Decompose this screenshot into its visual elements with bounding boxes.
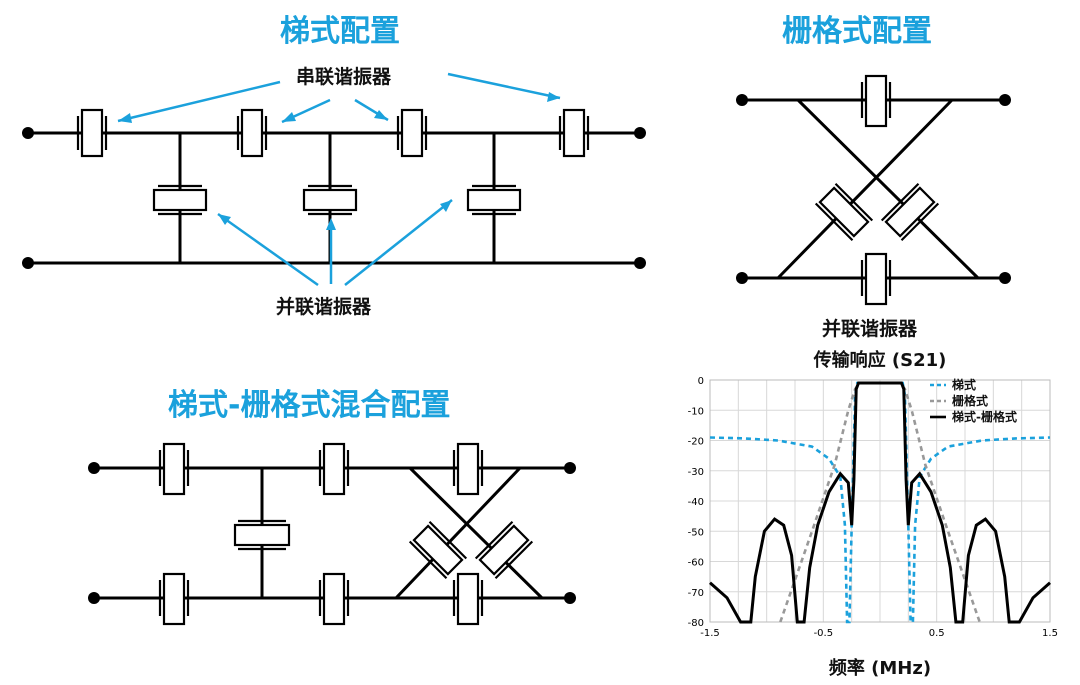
lattice-diagram — [736, 74, 1011, 306]
x-tick-label: 0.5 — [929, 628, 945, 639]
x-axis-label: 频率 (MHz) — [829, 657, 931, 679]
ladder-title: 梯式配置 — [280, 14, 400, 49]
series-resonator — [76, 108, 108, 158]
y-tick-label: -50 — [688, 527, 704, 538]
y-tick-label: -80 — [688, 618, 704, 629]
series-resonator — [452, 442, 484, 496]
series-line — [709, 381, 1051, 624]
shunt-resonator — [302, 184, 358, 216]
ladder-diagram — [22, 72, 646, 287]
hybrid-title: 梯式-栅格式混合配置 — [168, 388, 451, 423]
cross-resonator — [474, 520, 534, 580]
series-resonator — [452, 572, 484, 626]
legend-label: 梯式-栅格式 — [952, 409, 1017, 424]
series-resonator — [396, 108, 428, 158]
y-tick-label: 0 — [698, 376, 704, 387]
series-resonator — [318, 442, 350, 496]
chart-series — [709, 381, 1051, 624]
x-tick-labels: -1.5 -0.5 0.5 1.5 — [700, 628, 1058, 639]
cross-resonator — [814, 182, 874, 242]
shunt-resonator — [233, 519, 291, 551]
legend-label: 梯式 — [952, 377, 976, 392]
y-tick-label: -10 — [688, 406, 704, 417]
cross-resonator — [408, 520, 468, 580]
series-resonator-label: 串联谐振器 — [296, 66, 392, 88]
plot-frame — [709, 379, 1051, 623]
series-resonator — [158, 572, 190, 626]
series-resonator — [558, 108, 590, 158]
y-tick-label: -30 — [688, 467, 704, 478]
y-tick-labels: 0 -10 -20 -30 -40 -50 -60 -70 -80 — [688, 376, 704, 629]
series-pointer-arrows — [117, 72, 561, 124]
lattice-shunt-resonator-label: 并联谐振器 — [822, 318, 918, 340]
cross-resonator — [880, 182, 940, 242]
shunt-resonator — [466, 184, 522, 216]
s21-chart: 传输响应 (S21) 频率 (MHz) 0 -10 -20 -30 -40 -50 -60 -… — [688, 349, 1058, 679]
series-resonator — [158, 442, 190, 496]
y-tick-label: -60 — [688, 558, 704, 569]
y-tick-label: -20 — [688, 437, 704, 448]
x-tick-label: 1.5 — [1042, 628, 1058, 639]
series-resonator — [860, 74, 892, 128]
chart-title: 传输响应 (S21) — [813, 349, 947, 371]
lattice-title: 栅格式配置 — [782, 14, 932, 49]
shunt-pointer-arrows — [217, 199, 453, 287]
y-tick-label: -40 — [688, 497, 704, 508]
series-resonator — [318, 572, 350, 626]
hybrid-diagram — [88, 442, 576, 626]
legend-label: 栅格式 — [952, 393, 988, 408]
y-tick-label: -70 — [688, 588, 704, 599]
chart-grid — [709, 379, 1051, 623]
shunt-resonator-label: 并联谐振器 — [276, 296, 372, 318]
shunt-resonator — [152, 184, 208, 216]
series-line — [709, 381, 1051, 624]
x-tick-label: -0.5 — [814, 628, 834, 639]
series-resonator — [236, 108, 268, 158]
x-tick-label: -1.5 — [700, 628, 720, 639]
series-resonator — [860, 252, 892, 306]
